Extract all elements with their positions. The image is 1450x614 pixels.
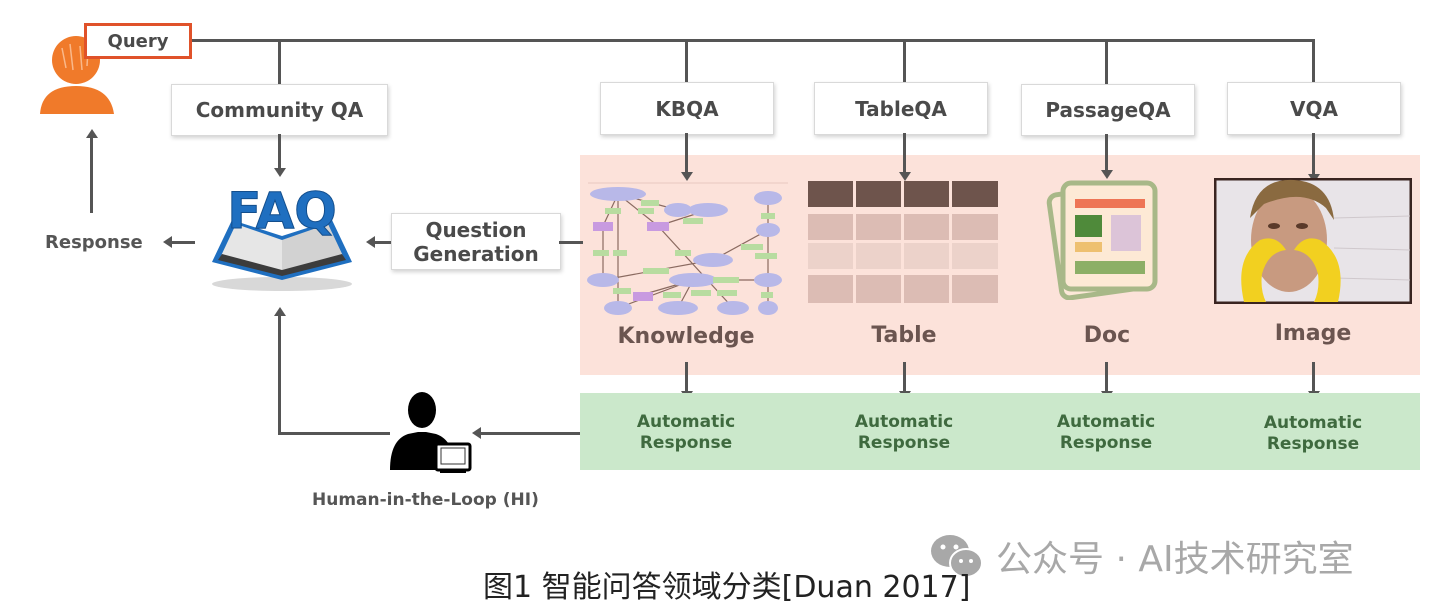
document-icon <box>1046 180 1158 300</box>
vqa-down-line <box>1312 133 1315 175</box>
automatic-response-passageqa: Automatic Response <box>1026 412 1186 454</box>
doc-label: Doc <box>1083 323 1131 348</box>
connector-tableqa <box>903 39 906 84</box>
auto-line-2: Response <box>1266 434 1360 454</box>
tableqa-down-line <box>903 133 906 173</box>
faq-to-response-line <box>171 241 195 244</box>
connector-passageqa <box>1105 39 1108 84</box>
top-bus-line <box>190 39 1315 42</box>
qgen-to-faq-arrow <box>366 236 375 248</box>
hi-to-faq-arrow <box>274 307 286 316</box>
photo-image <box>1214 178 1412 304</box>
tableqa-box: TableQA <box>814 82 988 135</box>
human-in-the-loop-label: Human-in-the-Loop (HI) <box>312 490 539 510</box>
automatic-response-vqa: Automatic Response <box>1233 413 1393 455</box>
auto-to-hi-line <box>480 432 580 435</box>
knowledge-label: Knowledge <box>617 324 755 349</box>
vqa-box: VQA <box>1227 82 1401 135</box>
faq-book-icon: FAQ <box>212 182 352 291</box>
kg-to-qgen-line <box>559 241 583 244</box>
response-label: Response <box>45 232 143 253</box>
response-to-user-arrow <box>86 129 98 138</box>
community-to-faq-arrow <box>274 168 286 177</box>
connector-kbqa <box>685 39 688 84</box>
auto-line-1: Automatic <box>1056 412 1156 432</box>
tableqa-label: TableQA <box>855 96 947 121</box>
auto-to-hi-arrow <box>472 427 481 439</box>
hi-left-line <box>278 432 390 435</box>
auto-line-2: Response <box>857 433 951 453</box>
hi-to-faq-line <box>278 315 281 434</box>
human-operator-icon <box>390 392 472 473</box>
query-box: Query <box>84 23 192 59</box>
passageqa-down-line <box>1105 134 1108 171</box>
question-generation-line-2: Generation <box>413 241 539 266</box>
connector-community <box>278 39 281 84</box>
kbqa-label: KBQA <box>655 96 719 121</box>
figure-caption: 图1 智能问答领域分类[Duan 2017] <box>483 570 971 605</box>
automatic-response-tableqa: Automatic Response <box>824 412 984 454</box>
image-label: Image <box>1274 321 1352 346</box>
watermark-text: 公众号 · AI技术研究室 <box>996 539 1354 580</box>
wechat-icon <box>931 535 983 578</box>
automatic-response-kbqa: Automatic Response <box>606 412 766 454</box>
doc-down-line <box>1105 362 1108 392</box>
auto-line-2: Response <box>1059 433 1153 453</box>
response-to-user-line <box>90 137 93 213</box>
auto-line-1: Automatic <box>636 412 736 432</box>
watermark: 公众号 · AI技术研究室 <box>930 530 1354 582</box>
image-down-line <box>1312 362 1315 392</box>
community-qa-box: Community QA <box>171 84 388 136</box>
qgen-to-faq-line <box>374 241 391 244</box>
knowledge-down-line <box>685 362 688 392</box>
tableqa-down-arrow <box>899 172 911 181</box>
faq-text: FAQ <box>227 182 337 240</box>
table-icon <box>808 181 998 305</box>
question-generation-line-1: Question <box>425 217 527 242</box>
auto-line-1: Automatic <box>854 412 954 432</box>
question-generation-box: Question Generation <box>391 213 561 270</box>
auto-line-2: Response <box>639 433 733 453</box>
community-to-faq-line <box>278 134 281 169</box>
table-label: Table <box>871 323 937 348</box>
community-qa-label: Community QA <box>195 98 364 122</box>
kbqa-box: KBQA <box>600 82 774 135</box>
connector-vqa <box>1312 39 1315 84</box>
auto-line-1: Automatic <box>1263 413 1363 433</box>
query-label: Query <box>107 30 169 52</box>
faq-to-response-arrow <box>163 236 172 248</box>
table-down-line <box>903 362 906 392</box>
passageqa-box: PassageQA <box>1021 84 1195 136</box>
kbqa-down-line <box>685 133 688 173</box>
kbqa-down-arrow <box>681 172 693 181</box>
passageqa-label: PassageQA <box>1045 98 1171 122</box>
knowledge-graph-icon <box>587 182 788 315</box>
passageqa-down-arrow <box>1101 170 1113 179</box>
vqa-label: VQA <box>1290 96 1338 121</box>
automatic-response-panel <box>580 393 1420 470</box>
